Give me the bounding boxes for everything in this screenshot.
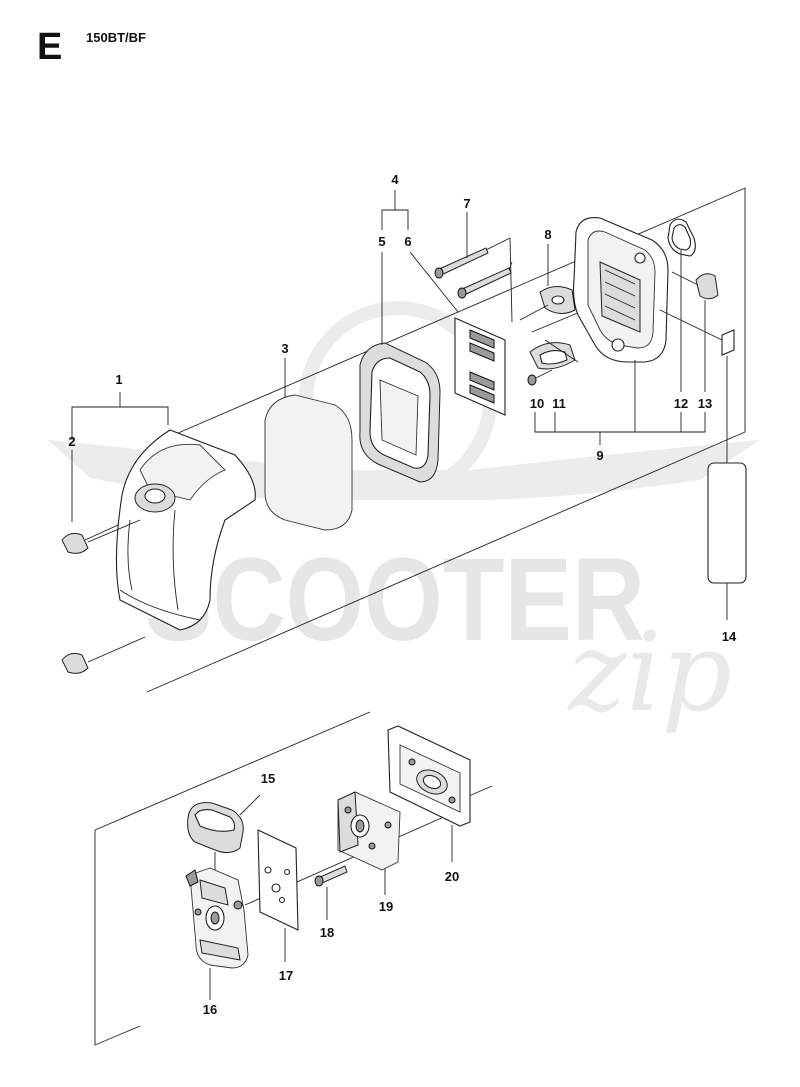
callout-18: 18 — [320, 925, 334, 940]
part-17-carburetor-gasket — [257, 829, 299, 962]
part-11-bracket — [529, 342, 576, 370]
leader-1-2 — [71, 392, 169, 522]
watermark-script: zip — [566, 608, 732, 736]
part-13-clip — [659, 271, 723, 341]
part-8-choke-plate — [519, 244, 581, 333]
callout-19: 19 — [379, 899, 393, 914]
part-7-bolt — [434, 212, 513, 323]
callout-6: 6 — [404, 234, 411, 249]
callout-5: 5 — [378, 234, 385, 249]
callout-10: 10 — [530, 396, 544, 411]
callout-17: 17 — [279, 968, 293, 983]
callout-8: 8 — [544, 227, 551, 242]
callout-labels: 1 2 3 4 5 6 7 8 9 10 11 12 13 14 15 16 1… — [68, 172, 737, 1017]
part-10-screw — [527, 339, 579, 386]
watermark-brand: SCOOTER — [145, 534, 645, 666]
part-9-filter-housing — [572, 217, 669, 363]
model-label: 150BT/BF — [86, 30, 146, 45]
callout-13: 13 — [698, 396, 712, 411]
callout-2: 2 — [68, 434, 75, 449]
callout-12: 12 — [674, 396, 688, 411]
part-2-cover-knob — [61, 519, 141, 554]
callout-7: 7 — [463, 196, 470, 211]
part-12-gasket-ring — [667, 218, 696, 257]
part-19-intake-adapter — [337, 791, 401, 895]
callout-4: 4 — [391, 172, 399, 187]
part-15-primer-bulb — [187, 794, 261, 870]
callout-16: 16 — [203, 1002, 217, 1017]
callout-1: 1 — [115, 372, 122, 387]
leader-4-5-6 — [381, 190, 409, 345]
section-letter: E — [37, 26, 63, 68]
part-6-filter-screen — [409, 251, 506, 416]
callout-14: 14 — [722, 629, 737, 644]
part-2-cover-knob-lower — [61, 636, 146, 674]
callout-15: 15 — [261, 771, 275, 786]
part-18-screw — [314, 865, 348, 920]
part-16-carburetor — [185, 867, 249, 1000]
callout-9: 9 — [596, 448, 603, 463]
leader-9-13 — [534, 250, 706, 445]
part-14-label — [707, 329, 747, 620]
part-1-air-filter-cover — [115, 429, 256, 631]
part-5-filter-frame — [359, 342, 441, 483]
part-3-foam-prefilter — [264, 358, 353, 531]
callout-20: 20 — [445, 869, 459, 884]
callout-11: 11 — [552, 396, 566, 411]
part-20-insulator-gasket — [387, 725, 471, 862]
callout-3: 3 — [281, 341, 288, 356]
